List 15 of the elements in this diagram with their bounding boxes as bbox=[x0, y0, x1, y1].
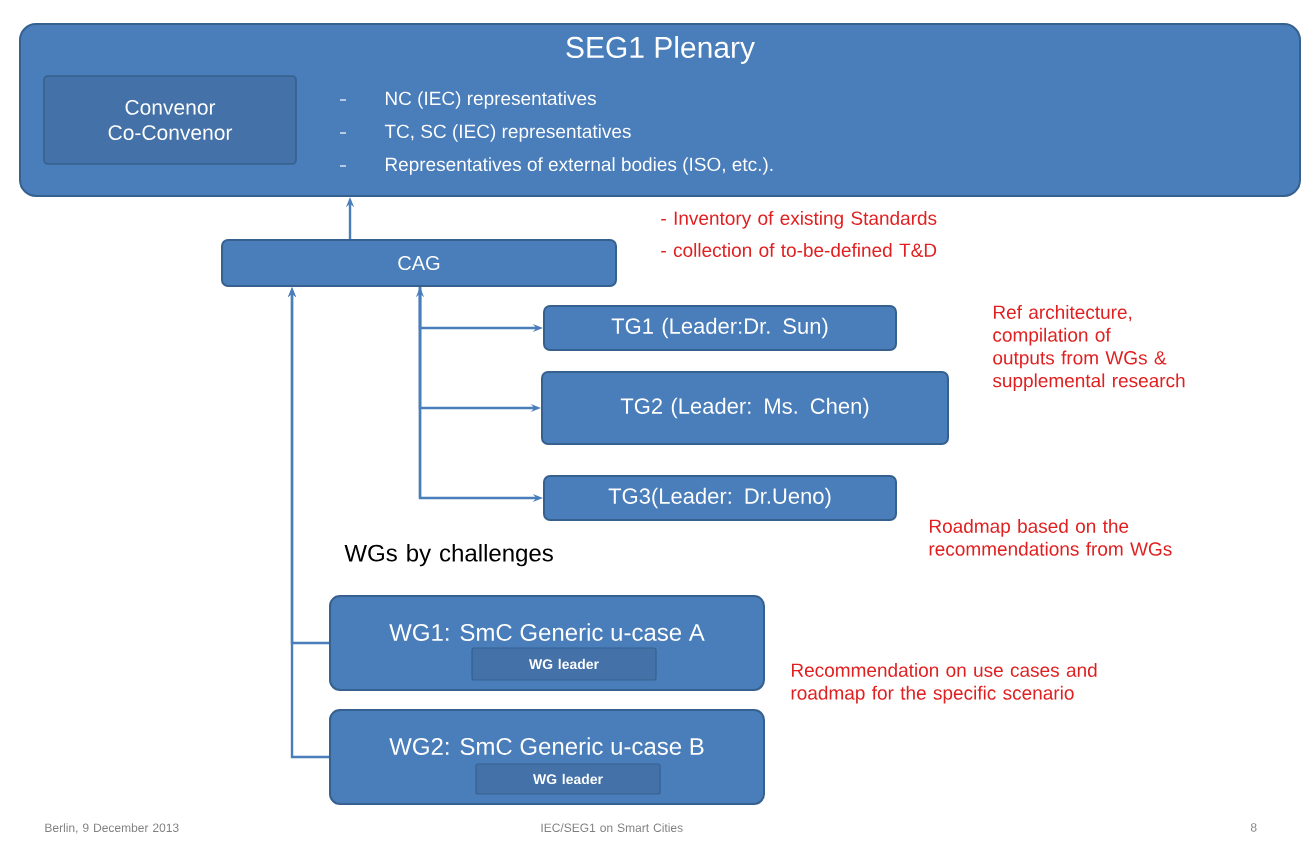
note-text: - Inventory of existing Standards bbox=[661, 211, 937, 229]
role-box: Convenor Co-Convenor bbox=[43, 75, 297, 165]
title-text: SEG1 Plenary bbox=[566, 36, 755, 64]
list-item: TC, SC (IEC) representatives bbox=[339, 124, 631, 142]
group-box: CAG bbox=[221, 239, 617, 287]
list-item: Representatives of external bodies (ISO, etc.). bbox=[339, 157, 773, 175]
note-text: Roadmap based on the recommendations from WGs bbox=[929, 519, 1172, 556]
group-box: TG1 (Leader:Dr. Sun) bbox=[543, 305, 897, 351]
heading-text: WGs by challenges bbox=[344, 544, 553, 567]
note-text: Recommendation on use cases and roadmap for the specific scenario bbox=[791, 663, 1097, 704]
note-text: - collection of to-be-defined T&D bbox=[661, 243, 937, 257]
list-item: NC (IEC) representatives bbox=[339, 91, 596, 109]
group-box: TG2 (Leader: Ms. Chen) bbox=[541, 371, 949, 445]
group-box: TG3(Leader: Dr.Ueno) bbox=[543, 475, 897, 521]
note-text: Ref architecture, compilation of outputs from WGs & supplemental research bbox=[992, 305, 1185, 392]
